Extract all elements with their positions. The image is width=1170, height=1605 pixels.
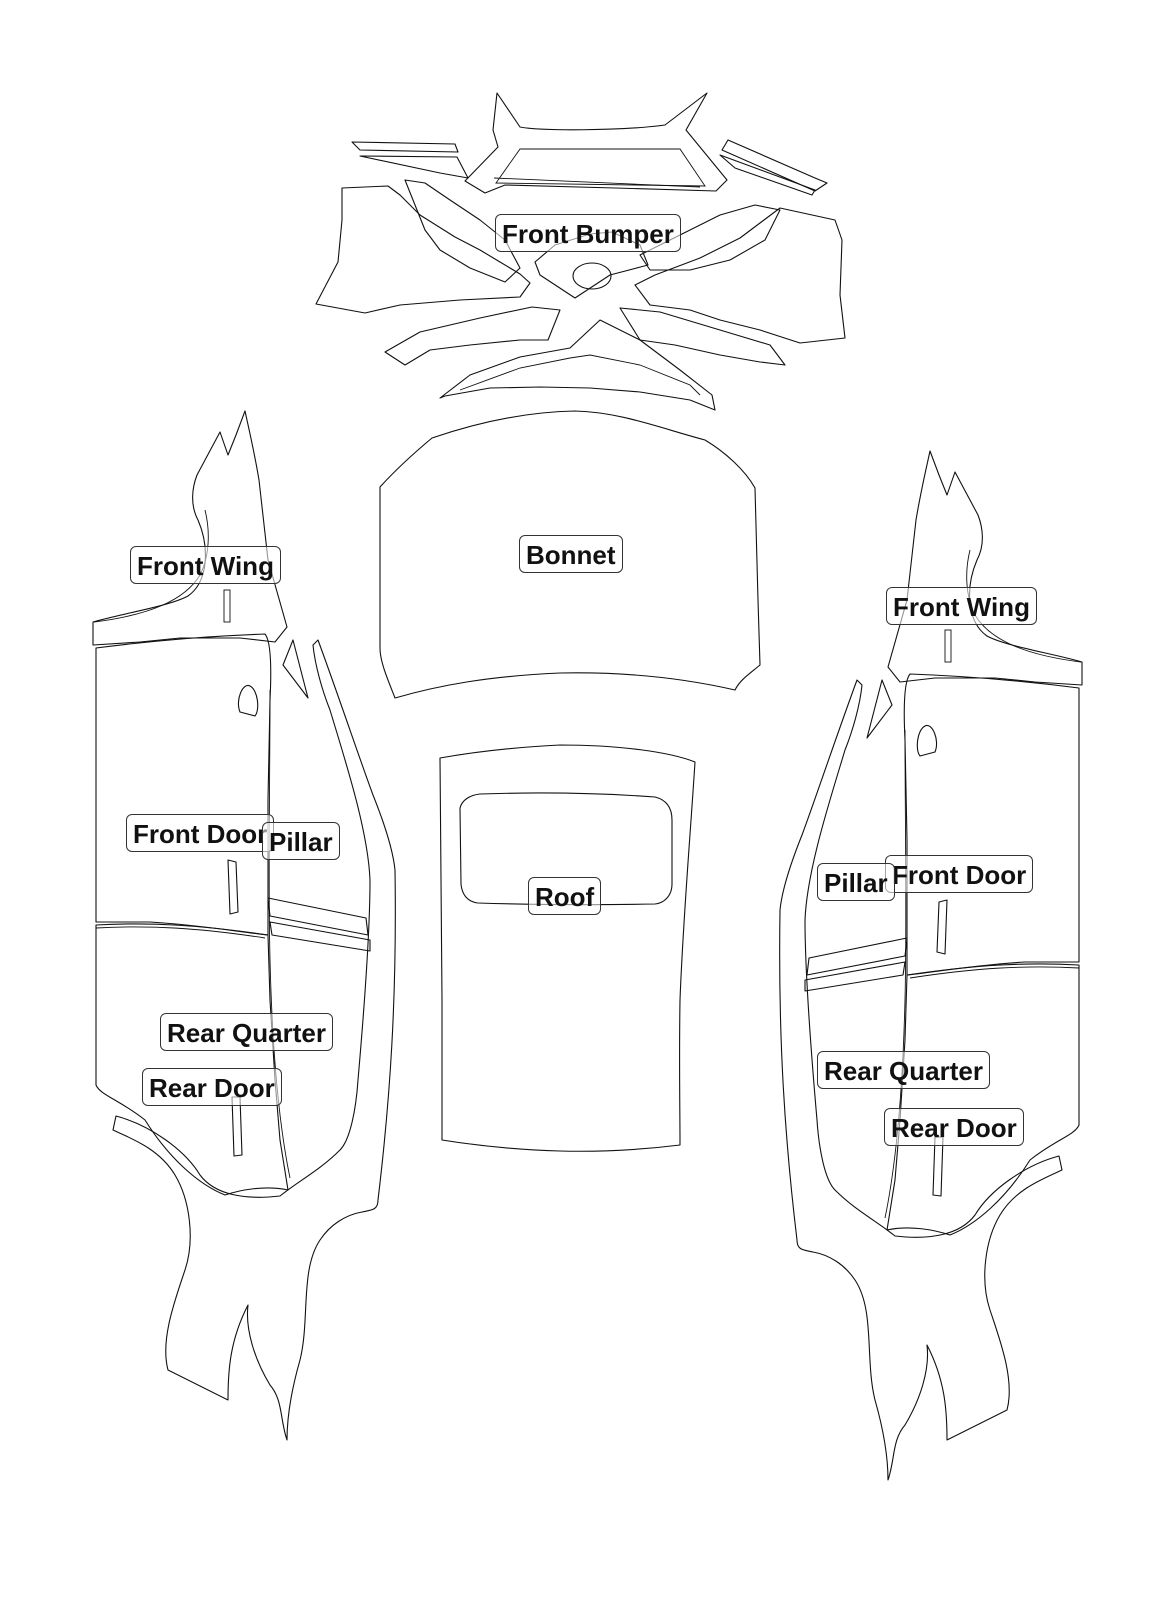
- front-bumper-outline[interactable]: [315, 92, 846, 411]
- bumper-badge-ring: [572, 262, 612, 290]
- right-rear-door-shape: [886, 963, 1080, 1236]
- left-lower-vent: [384, 306, 561, 366]
- left-trim-strip-b: [269, 921, 371, 952]
- left-wing-badge: [223, 589, 231, 623]
- right-front-wing-shape: [887, 450, 1083, 686]
- right-bumper-side: [634, 207, 846, 344]
- roof-outline[interactable]: [439, 744, 696, 1152]
- left-bumper-side: [315, 185, 531, 314]
- label-left-front-wing[interactable]: Front Wing: [130, 546, 281, 584]
- right-pillar-strip: [779, 679, 1063, 1481]
- label-front-bumper[interactable]: Front Bumper: [495, 214, 681, 252]
- upper-grille-bar: [493, 177, 701, 188]
- label-left-pillar[interactable]: Pillar: [262, 822, 340, 860]
- left-front-wing-shape: [92, 410, 288, 646]
- left-rear-door-shape: [95, 923, 289, 1196]
- right-lower-vent: [619, 307, 786, 366]
- label-right-pillar[interactable]: Pillar: [817, 863, 895, 901]
- left-top-strip-a: [351, 141, 459, 153]
- upper-grille-shape: [464, 92, 728, 194]
- right-mirror: [916, 724, 938, 757]
- label-left-rear-quarter[interactable]: Rear Quarter: [160, 1013, 333, 1051]
- label-right-rear-quarter[interactable]: Rear Quarter: [817, 1051, 990, 1089]
- left-door-split: [95, 926, 266, 939]
- right-top-strip-a: [721, 139, 828, 192]
- label-right-rear-door[interactable]: Rear Door: [884, 1108, 1024, 1146]
- right-wing-badge: [944, 629, 952, 663]
- lower-bumper-lip: [439, 319, 716, 411]
- left-front-door-shape: [95, 633, 272, 936]
- right-bumper-insert: [639, 204, 781, 271]
- label-right-front-wing[interactable]: Front Wing: [886, 587, 1037, 625]
- right-pillar-inner: [884, 729, 907, 1219]
- right-front-handle: [936, 899, 948, 955]
- left-pillar-strip: [112, 639, 396, 1441]
- label-left-front-door[interactable]: Front Door: [126, 814, 275, 852]
- left-mirror: [237, 684, 259, 717]
- label-right-front-door[interactable]: Front Door: [885, 855, 1034, 893]
- label-bonnet[interactable]: Bonnet: [519, 535, 623, 573]
- right-top-strip-b: [719, 154, 816, 196]
- left-bumper-insert: [404, 179, 521, 283]
- right-front-door-shape: [903, 673, 1080, 976]
- left-a-pillar-tri: [282, 639, 309, 699]
- bonnet-outline[interactable]: [379, 410, 761, 699]
- left-front-handle: [227, 859, 239, 915]
- label-roof[interactable]: Roof: [528, 877, 602, 915]
- left-trim-strip-a: [267, 897, 369, 936]
- right-side-outline[interactable]: [779, 450, 1083, 1481]
- left-top-strip-b: [359, 155, 469, 179]
- right-a-pillar-tri: [866, 679, 893, 739]
- upper-grille-inner: [495, 148, 706, 187]
- label-left-rear-door[interactable]: Rear Door: [142, 1068, 282, 1106]
- bonnet-shape: [379, 410, 761, 699]
- right-door-split: [909, 966, 1080, 979]
- roof-shape: [439, 744, 696, 1152]
- right-trim-strip-a: [806, 937, 908, 976]
- right-trim-strip-b: [804, 961, 906, 992]
- lower-lip-inner: [459, 354, 701, 396]
- sunroof-shape: [459, 792, 673, 906]
- left-pillar-inner: [268, 689, 291, 1179]
